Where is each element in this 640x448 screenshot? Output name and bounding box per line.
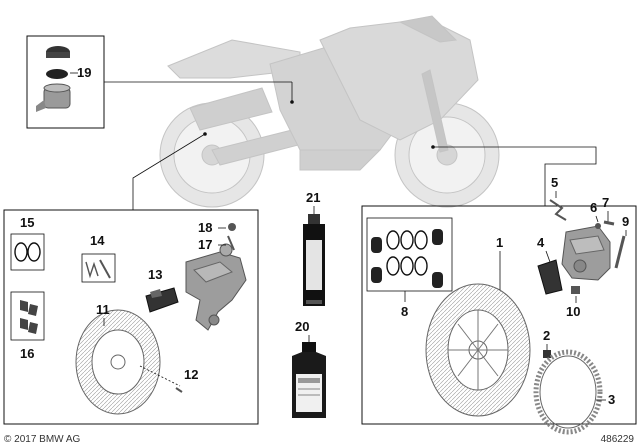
callout-12: 12	[184, 367, 198, 382]
callout-1: 1	[496, 235, 503, 250]
callout-7: 7	[602, 195, 609, 210]
diagram-number: 486229	[600, 434, 634, 445]
callout-18: 18	[198, 220, 212, 235]
part-15-box	[10, 233, 45, 271]
callout-4: 4	[537, 235, 545, 250]
front-caliper	[561, 225, 611, 281]
callout-9: 9	[622, 214, 629, 229]
front-brake-group-box	[361, 205, 637, 425]
reservoir-group-box	[26, 35, 105, 129]
callout-19: 19	[77, 65, 91, 80]
part-8-seal-kit-box	[366, 217, 453, 292]
callout-16: 16	[20, 346, 34, 361]
rear-brake-group-box	[3, 209, 259, 425]
callout-2: 2	[543, 328, 550, 343]
callout-5: 5	[551, 175, 558, 190]
part-1-front-disc	[425, 283, 531, 417]
callout-14: 14	[90, 233, 105, 248]
part-11-rear-disc	[75, 309, 161, 415]
rear-caliper	[185, 243, 247, 331]
callout-10: 10	[566, 304, 580, 319]
callout-3: 3	[608, 392, 615, 407]
callout-6: 6	[590, 200, 597, 215]
callout-13: 13	[148, 267, 162, 282]
callout-11: 11	[96, 302, 110, 317]
part-20-fluid-bottle	[292, 342, 326, 418]
part-3-abs-sensor-ring	[533, 349, 603, 435]
motorcycle-illustration	[159, 15, 500, 208]
part-8-seals	[371, 229, 443, 288]
part-16-box	[10, 291, 45, 341]
callout-17: 17	[198, 237, 212, 252]
callout-21: 21	[306, 190, 320, 205]
callout-15: 15	[20, 215, 34, 230]
copyright-notice: © 2017 BMW AG	[4, 434, 81, 445]
callout-8: 8	[401, 304, 408, 319]
part-13-brake-pads	[145, 287, 179, 313]
part-14-box	[81, 253, 116, 283]
part-21-spray-can	[303, 214, 325, 306]
callout-20: 20	[295, 319, 309, 334]
